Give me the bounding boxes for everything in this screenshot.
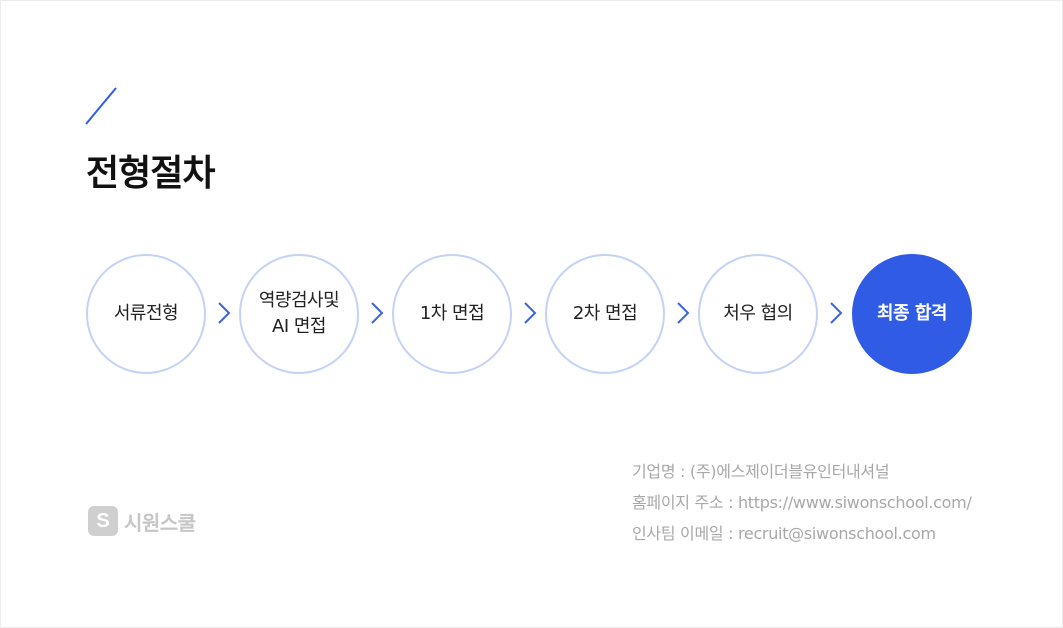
step-label: 2차 면접 bbox=[572, 303, 638, 324]
step-label: 처우 협의 bbox=[723, 303, 793, 324]
siwonschool-logo: S 시원스쿨 bbox=[88, 506, 196, 536]
step-compensation-negotiation: 처우 협의 bbox=[698, 254, 818, 374]
step-document-screening: 서류전형 bbox=[86, 254, 206, 374]
step-aptitude-ai-interview: 역량검사및 AI 면접 bbox=[239, 254, 359, 374]
step-label: 1차 면접 bbox=[419, 303, 485, 324]
company-name: 기업명 : (주)에스제이더블유인터내셔널 bbox=[632, 462, 890, 481]
chevron-right-icon bbox=[218, 302, 231, 324]
chevron-right-icon bbox=[524, 302, 537, 324]
step-label: 역량검사및 AI 면접 bbox=[258, 290, 340, 337]
chevron-right-icon bbox=[371, 302, 384, 324]
step-second-interview: 2차 면접 bbox=[545, 254, 665, 374]
chevron-right-icon bbox=[830, 302, 843, 324]
logo-mark: S bbox=[88, 506, 118, 536]
step-label: 서류전형 bbox=[113, 303, 179, 324]
step-label: 최종 합격 bbox=[876, 303, 948, 324]
step-first-interview: 1차 면접 bbox=[392, 254, 512, 374]
step-final-acceptance: 최종 합격 bbox=[852, 254, 972, 374]
chevron-right-icon bbox=[677, 302, 690, 324]
logo-text: 시원스쿨 bbox=[124, 510, 196, 535]
page-title: 전형절차 bbox=[86, 153, 215, 194]
decorative-slash bbox=[85, 87, 117, 125]
hr-email: 인사팀 이메일 : recruit@siwonschool.com bbox=[632, 524, 936, 543]
process-steps: 서류전형 역량검사및 AI 면접 1차 면접 2차 면접 처우 협의 최종 합격 bbox=[86, 254, 976, 374]
homepage-address: 홈페이지 주소 : https://www.siwonschool.com/ bbox=[632, 493, 972, 512]
contact-info: 기업명 : (주)에스제이더블유인터내셔널 홈페이지 주소 : https://… bbox=[632, 456, 972, 549]
